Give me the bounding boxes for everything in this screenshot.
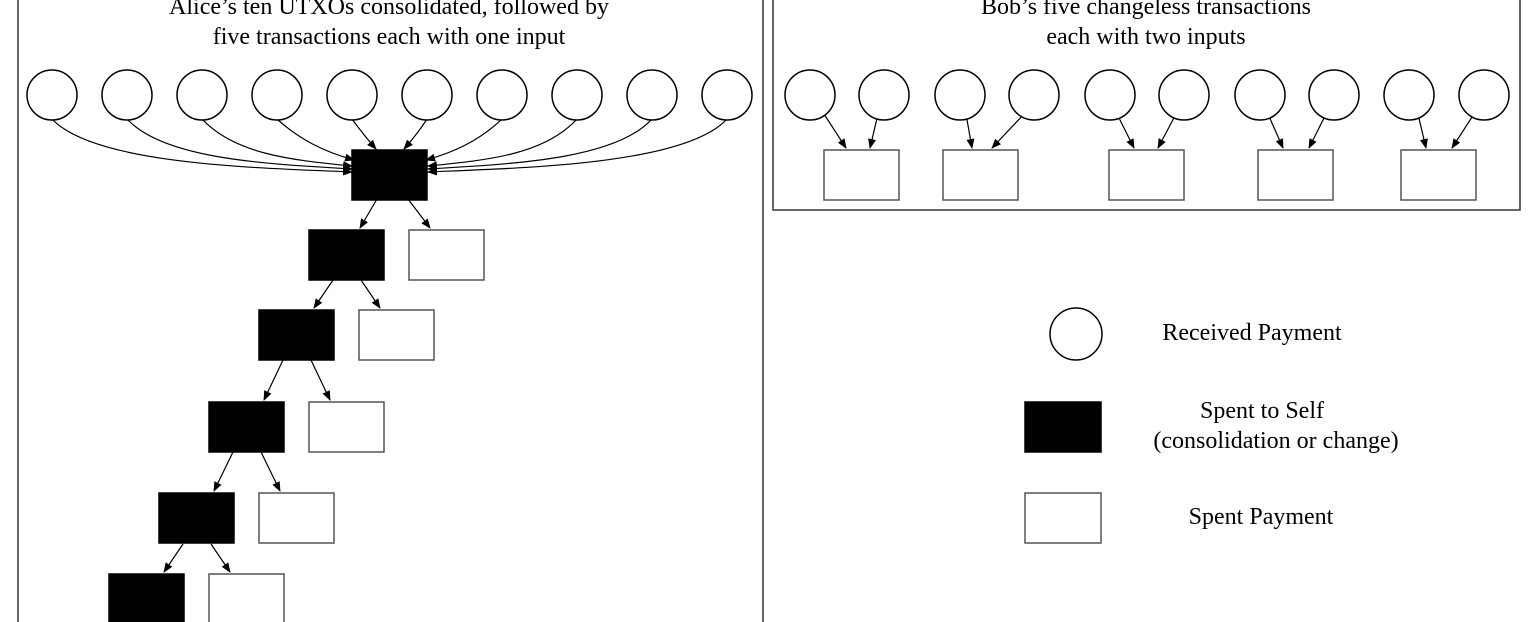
legend-received-label: Received Payment [1162,320,1342,346]
alice-spent-payments [208,229,485,622]
legend-spent-label: Spent Payment [1189,504,1334,530]
alice-spent-to-self-chain [108,149,428,622]
bob-panel-frame [772,0,1521,211]
alice-panel-title-line2: five transactions each with one input [213,24,566,50]
edge [351,118,377,150]
received-payment-node [326,69,378,121]
received-payment-node [251,69,303,121]
received-payment-node [701,69,753,121]
edge [1157,113,1177,149]
received-payment-node [551,69,603,121]
received-payment-node [934,69,986,121]
bob-panel-title-line1: Bob’s five changeless transactions [981,0,1311,20]
spent-to-self-node [108,573,185,622]
edge [51,118,353,176]
spent-to-self-node [208,401,285,453]
received-payment-node [1458,69,1510,121]
edge [1267,113,1284,149]
edge [126,118,353,173]
spent-to-self-node [351,149,428,201]
received-payment-node [1008,69,1060,121]
spent-to-self-node [258,309,335,361]
edge [1116,113,1135,149]
received-payment-node [476,69,528,121]
legend: Received Payment Spent to Self (consolid… [1024,307,1399,544]
legend-spent-swatch [1024,492,1102,544]
edge [427,118,653,173]
spent-payment-node [408,229,485,281]
edge [276,118,355,162]
spent-payment-node [823,149,900,201]
legend-received-swatch [1049,307,1103,361]
edge [1308,113,1327,149]
spent-to-self-node [308,229,385,281]
alice-edges [51,118,728,573]
edge [360,279,381,309]
received-payment-node [1158,69,1210,121]
edge [313,279,334,309]
edge [991,113,1025,149]
received-payment-node [784,69,836,121]
bob-edges [823,113,1475,149]
edge [425,118,503,162]
edge [201,118,353,170]
spent-payment-node [1108,149,1185,201]
bob-spent-payments [823,149,1477,201]
spent-payment-node [1257,149,1334,201]
edge [427,118,578,170]
edge [823,113,847,149]
legend-self-label-line2: (consolidation or change) [1153,428,1398,454]
legend-self-swatch [1024,401,1102,453]
edge [403,118,428,150]
spent-payment-node [258,492,335,544]
received-payment-node [1383,69,1435,121]
edge [213,451,234,492]
spent-to-self-node [158,492,235,544]
received-payment-node [176,69,228,121]
received-payment-node [1234,69,1286,121]
alice-panel-title-line1: Alice’s ten UTXOs consolidated, followed… [169,0,609,20]
edge [163,543,184,573]
received-payment-node [401,69,453,121]
edge [359,198,378,229]
spent-payment-node [358,309,435,361]
edge [210,543,231,573]
received-payment-node [858,69,910,121]
received-payment-node [1308,69,1360,121]
edge [1417,113,1428,149]
spent-payment-node [1400,149,1477,201]
spent-payment-node [942,149,1019,201]
alice-received-utxos [26,69,753,121]
legend-self-label-line1: Spent to Self [1200,398,1324,424]
spent-payment-node [308,401,385,453]
edge [260,451,281,492]
edge [263,359,284,401]
edge [310,359,331,401]
received-payment-node [101,69,153,121]
bob-panel-title-line2: each with two inputs [1046,24,1245,50]
received-payment-node [626,69,678,121]
edge [407,198,431,229]
received-payment-node [26,69,78,121]
bob-received-utxos [784,69,1510,121]
received-payment-node [1084,69,1136,121]
spent-payment-node [208,573,285,622]
edge [427,118,728,176]
edge [1451,113,1475,149]
